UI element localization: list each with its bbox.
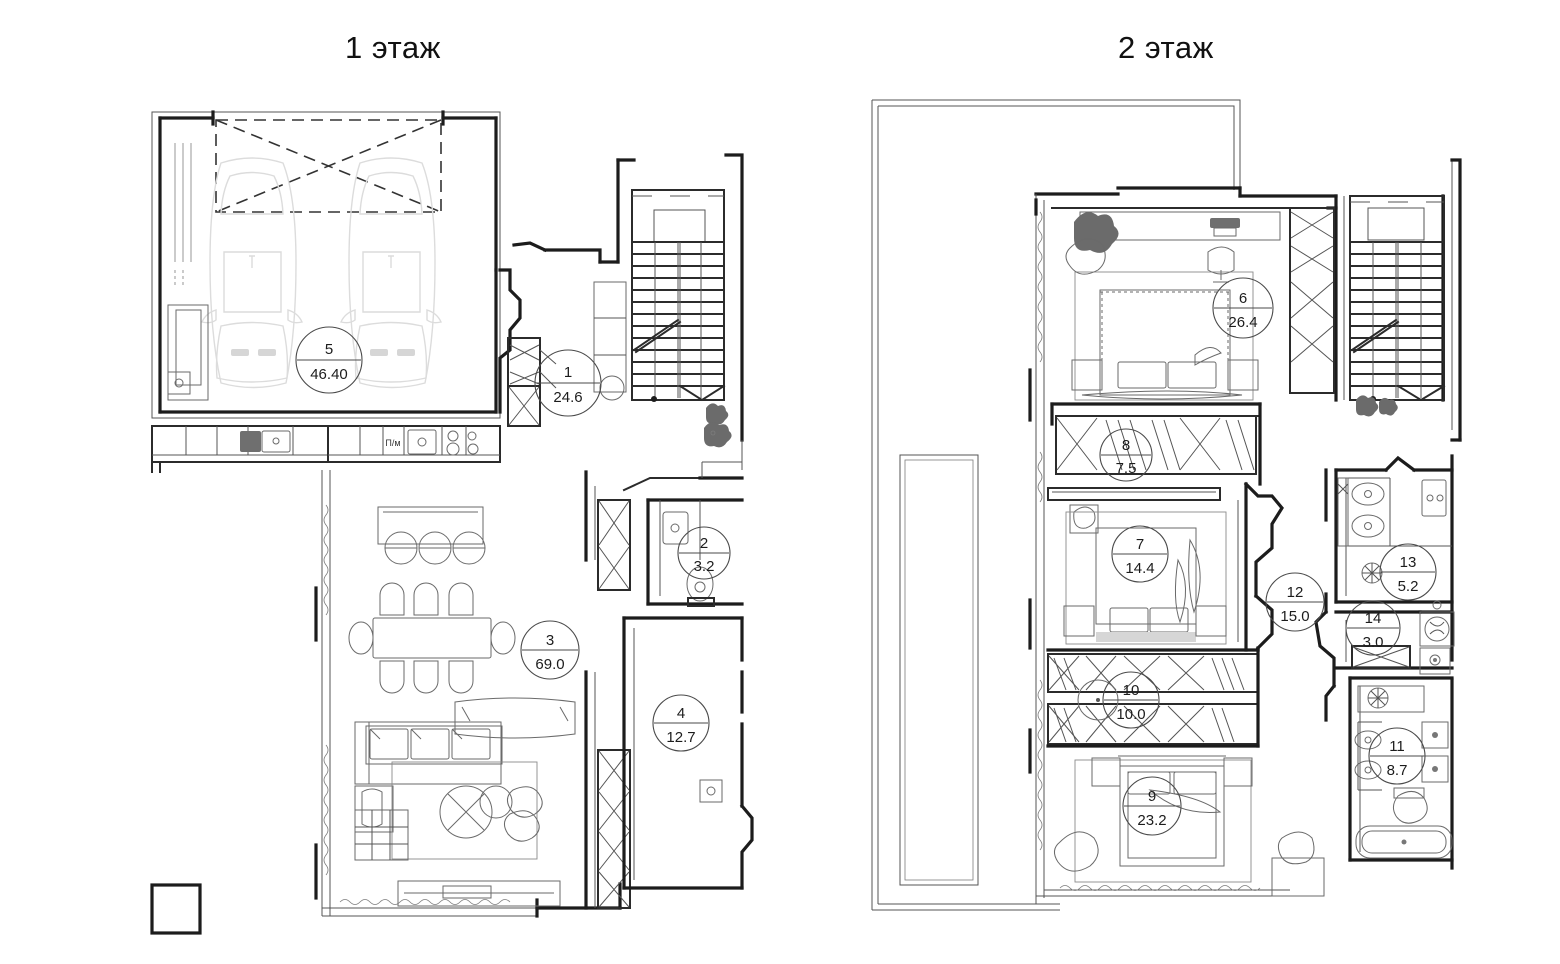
room-marker-8: 8 7.5 bbox=[1099, 428, 1153, 482]
garage-wall-hatch bbox=[174, 143, 192, 287]
room-area: 3.2 bbox=[694, 558, 715, 575]
room-area: 14.4 bbox=[1125, 560, 1154, 577]
dishwasher-label: П/м bbox=[385, 438, 400, 448]
bathroom-11 bbox=[1348, 676, 1454, 862]
room-number: 8 bbox=[1122, 437, 1130, 454]
bedroom-7 bbox=[1063, 482, 1248, 652]
wc-room-2 bbox=[622, 461, 744, 607]
room-number: 9 bbox=[1148, 788, 1156, 805]
kitchen-island bbox=[377, 506, 486, 565]
floor-2-plan bbox=[871, 99, 1462, 911]
master-bedroom-6 bbox=[1034, 198, 1338, 401]
living-seating bbox=[354, 697, 576, 861]
scale-box bbox=[150, 883, 202, 935]
room-number: 6 bbox=[1239, 290, 1247, 307]
living-closets bbox=[597, 499, 631, 909]
room-marker-14: 14 3.0 bbox=[1345, 600, 1401, 656]
room-area: 5.2 bbox=[1398, 578, 1419, 595]
room-area: 10.0 bbox=[1116, 706, 1145, 723]
staircase-floor-2 bbox=[1349, 195, 1446, 402]
room-marker-7: 7 14.4 bbox=[1111, 525, 1169, 583]
room-number: 3 bbox=[546, 632, 554, 649]
room-number: 5 bbox=[325, 341, 333, 358]
plant-decor-floor-1 bbox=[704, 403, 732, 448]
room-marker-12: 12 15.0 bbox=[1265, 572, 1325, 632]
room-number: 4 bbox=[677, 705, 685, 722]
room-marker-5: 5 46.40 bbox=[295, 326, 363, 394]
room-number: 10 bbox=[1123, 682, 1140, 699]
floor-2-title: 2 этаж bbox=[1118, 30, 1214, 65]
room-area: 7.5 bbox=[1116, 460, 1137, 477]
plant-decor-floor-2 bbox=[1356, 395, 1398, 417]
room-number: 11 bbox=[1389, 738, 1405, 755]
wardrobe-10 bbox=[1046, 648, 1260, 748]
hall-closets bbox=[507, 281, 627, 427]
staircase-floor-1 bbox=[631, 189, 726, 402]
room-area: 46.40 bbox=[310, 366, 348, 383]
room-area: 8.7 bbox=[1387, 762, 1408, 779]
room-4-walls bbox=[622, 616, 754, 890]
room-marker-4: 4 12.7 bbox=[652, 694, 710, 752]
room-number: 2 bbox=[700, 535, 708, 552]
room-number: 12 bbox=[1287, 584, 1304, 601]
floor-1-title: 1 этаж bbox=[345, 30, 441, 65]
garage-storage bbox=[167, 304, 209, 401]
room-marker-3: 3 69.0 bbox=[520, 620, 580, 680]
room-number: 1 bbox=[564, 364, 572, 381]
room-marker-2: 2 3.2 bbox=[677, 526, 731, 580]
car-left bbox=[201, 157, 303, 389]
wardrobe-8 bbox=[1047, 402, 1262, 534]
room-area: 12.7 bbox=[666, 729, 695, 746]
kitchen-counter-left bbox=[151, 425, 329, 473]
living-room-walls bbox=[314, 470, 622, 918]
room-area: 23.2 bbox=[1137, 812, 1166, 829]
garage-walls bbox=[151, 110, 501, 419]
garage-door-swing bbox=[215, 119, 442, 213]
room-marker-6: 6 26.4 bbox=[1212, 277, 1274, 339]
room-marker-11: 11 8.7 bbox=[1368, 727, 1426, 785]
kitchen-counter-right: П/м bbox=[327, 425, 501, 463]
room-number: 7 bbox=[1136, 536, 1144, 553]
room-marker-13: 13 5.2 bbox=[1379, 543, 1437, 601]
room-area: 26.4 bbox=[1228, 314, 1257, 331]
room-marker-10: 10 10.0 bbox=[1102, 671, 1160, 729]
floor-1-plan: П/м bbox=[150, 110, 754, 935]
room-number: 13 bbox=[1400, 554, 1417, 571]
room-area: 3.0 bbox=[1363, 634, 1384, 651]
tv-unit bbox=[397, 880, 561, 907]
car-right bbox=[340, 157, 442, 389]
dining-table bbox=[348, 582, 516, 694]
bathroom-13 bbox=[1334, 455, 1454, 604]
room-area: 69.0 bbox=[535, 656, 564, 673]
hall-walls bbox=[498, 153, 744, 470]
bedroom-9 bbox=[1054, 755, 1325, 897]
room-area: 15.0 bbox=[1280, 608, 1309, 625]
room-area: 24.6 bbox=[553, 389, 582, 406]
room-marker-9: 9 23.2 bbox=[1122, 776, 1182, 836]
room-number: 14 bbox=[1365, 610, 1382, 627]
room-marker-1: 1 24.6 bbox=[534, 349, 602, 417]
terrace-outline bbox=[871, 99, 1241, 911]
